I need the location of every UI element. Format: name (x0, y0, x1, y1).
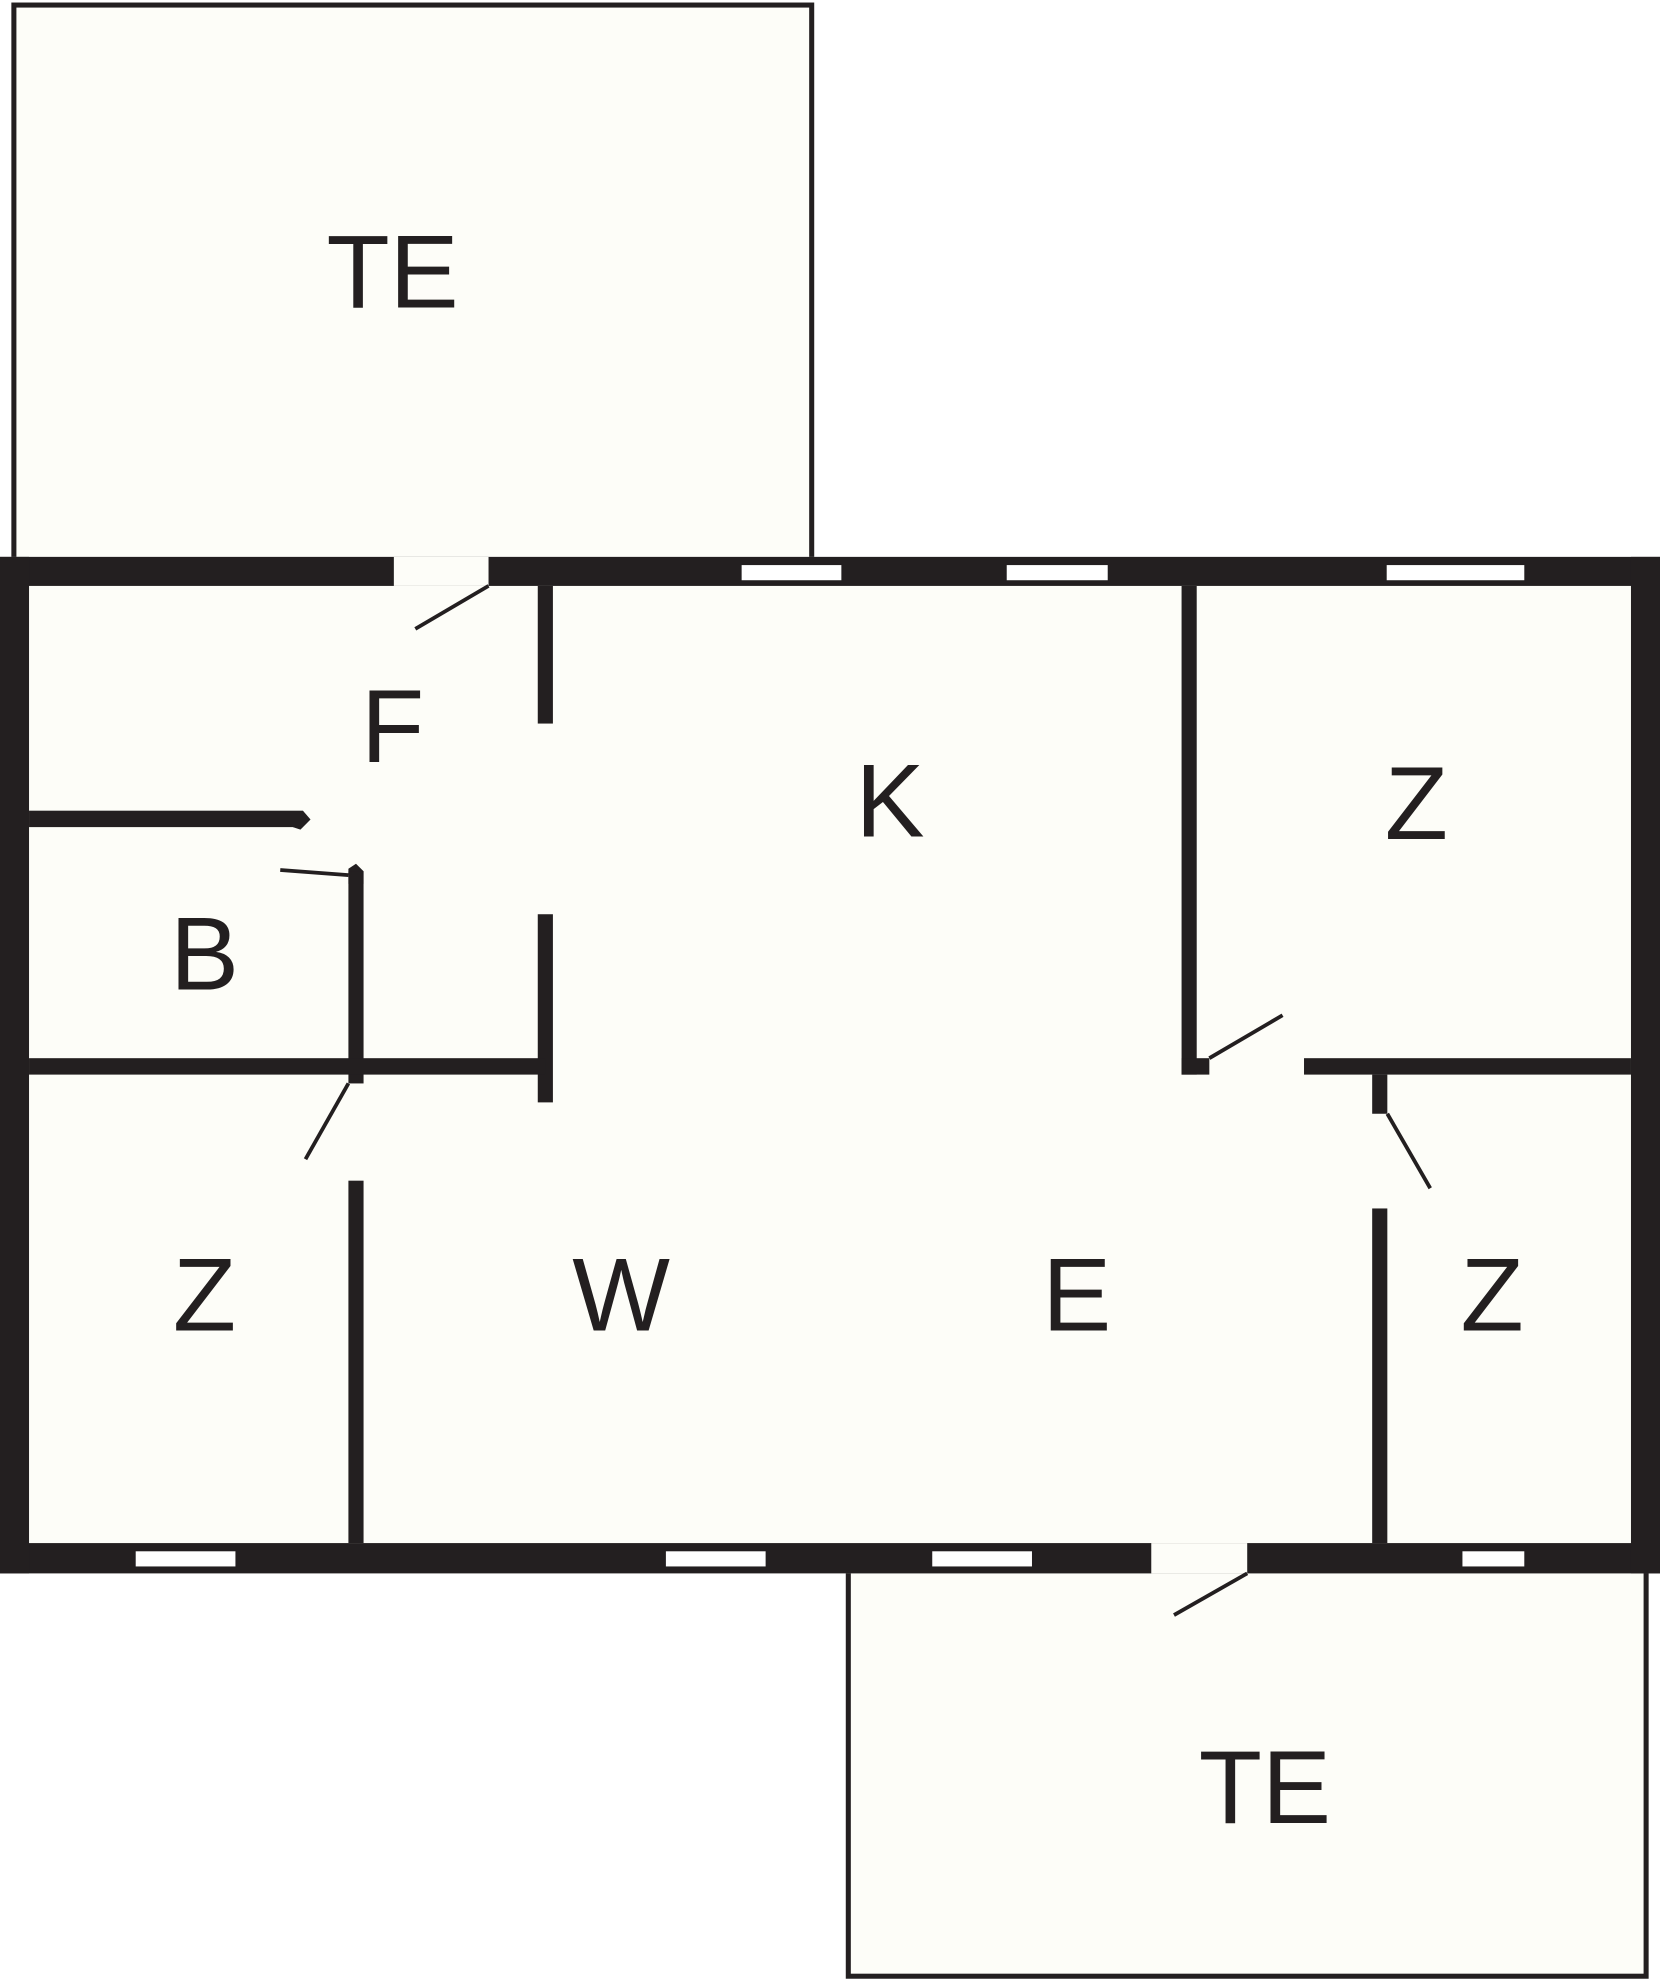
room-label-room-top-right: Z (1385, 745, 1448, 861)
room-label-bathroom: B (170, 895, 239, 1011)
door-swing-icon (303, 1082, 351, 1161)
room-label-room-left: Z (173, 1236, 236, 1352)
interior-walls (29, 585, 1631, 1544)
room-label-living: W (572, 1236, 670, 1352)
door-swing-icon (1173, 1571, 1249, 1617)
room-label-hall: F (361, 668, 424, 784)
room-label-room-right: Z (1460, 1236, 1523, 1352)
room-label-terrace-top: TE (326, 213, 458, 329)
door-swing-icon (280, 868, 349, 877)
room-label-terrace-bottom: TE (1199, 1729, 1331, 1845)
terrace-bottom (845, 1568, 1649, 1979)
door-swing-icon (1208, 1013, 1284, 1060)
entrance-door-top (393, 556, 489, 586)
terrace-door-bottom (1151, 1543, 1248, 1574)
windows (134, 563, 1526, 1568)
room-label-kitchen: K (855, 743, 924, 859)
door-swing-icon (414, 584, 490, 631)
door-swing-icon (1385, 1112, 1432, 1190)
terrace-top (11, 2, 815, 564)
room-label-dining: E (1042, 1236, 1111, 1352)
